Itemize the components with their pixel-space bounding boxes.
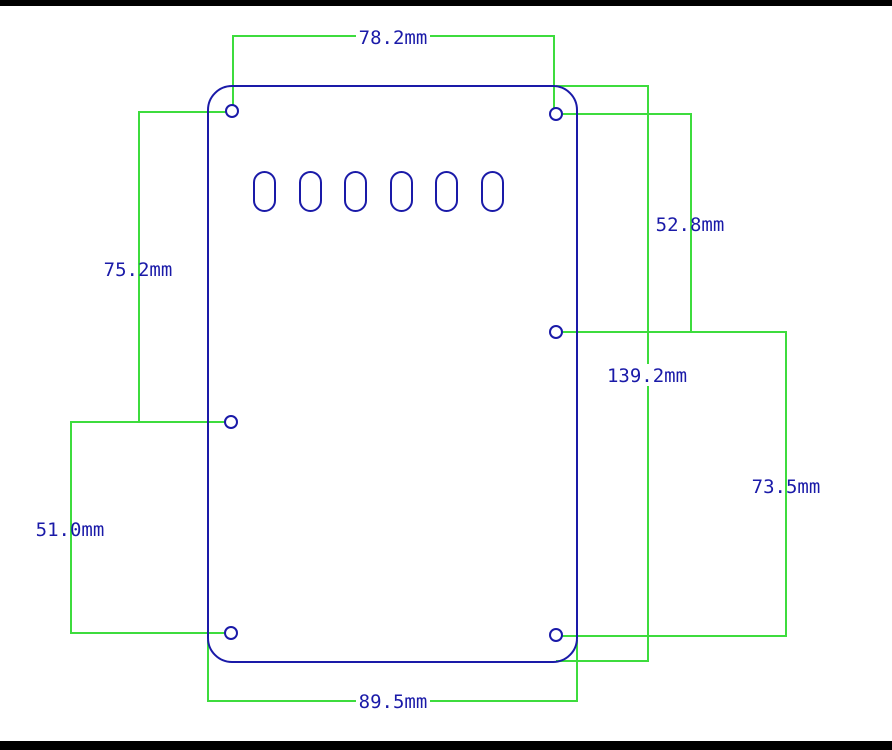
- mounting-hole: [225, 104, 239, 118]
- mounting-hole: [224, 626, 238, 640]
- plate-outline: [207, 85, 578, 663]
- dimension-labels: 78.2mm 75.2mm 51.0mm 52.8mm 139.2mm 73.5…: [36, 27, 821, 713]
- mounting-hole: [549, 325, 563, 339]
- top-frame-bar: [0, 0, 892, 6]
- dim-line-right-lower: [556, 331, 787, 637]
- label-left-top-to-mid: 75.2mm: [104, 259, 173, 281]
- label-plate-width: 89.5mm: [359, 691, 428, 713]
- dimension-label-backgrounds: [356, 26, 688, 712]
- label-top-holes-spacing: 78.2mm: [359, 27, 428, 49]
- mounting-hole: [224, 415, 238, 429]
- bottom-frame-bar: [0, 741, 892, 750]
- label-plate-height: 139.2mm: [607, 365, 687, 387]
- label-right-top-to-mid: 52.8mm: [656, 214, 725, 236]
- slot: [344, 171, 367, 212]
- slot: [390, 171, 413, 212]
- slot: [299, 171, 322, 212]
- mounting-holes: [224, 104, 563, 642]
- label-right-mid-to-bottom: 73.5mm: [752, 476, 821, 498]
- pickup-slots: [253, 171, 504, 212]
- slot: [481, 171, 504, 212]
- slot: [253, 171, 276, 212]
- mounting-hole: [549, 107, 563, 121]
- label-left-mid-to-bottom: 51.0mm: [36, 519, 105, 541]
- slot: [435, 171, 458, 212]
- mounting-hole: [549, 628, 563, 642]
- dim-line-left-lower: [70, 421, 230, 634]
